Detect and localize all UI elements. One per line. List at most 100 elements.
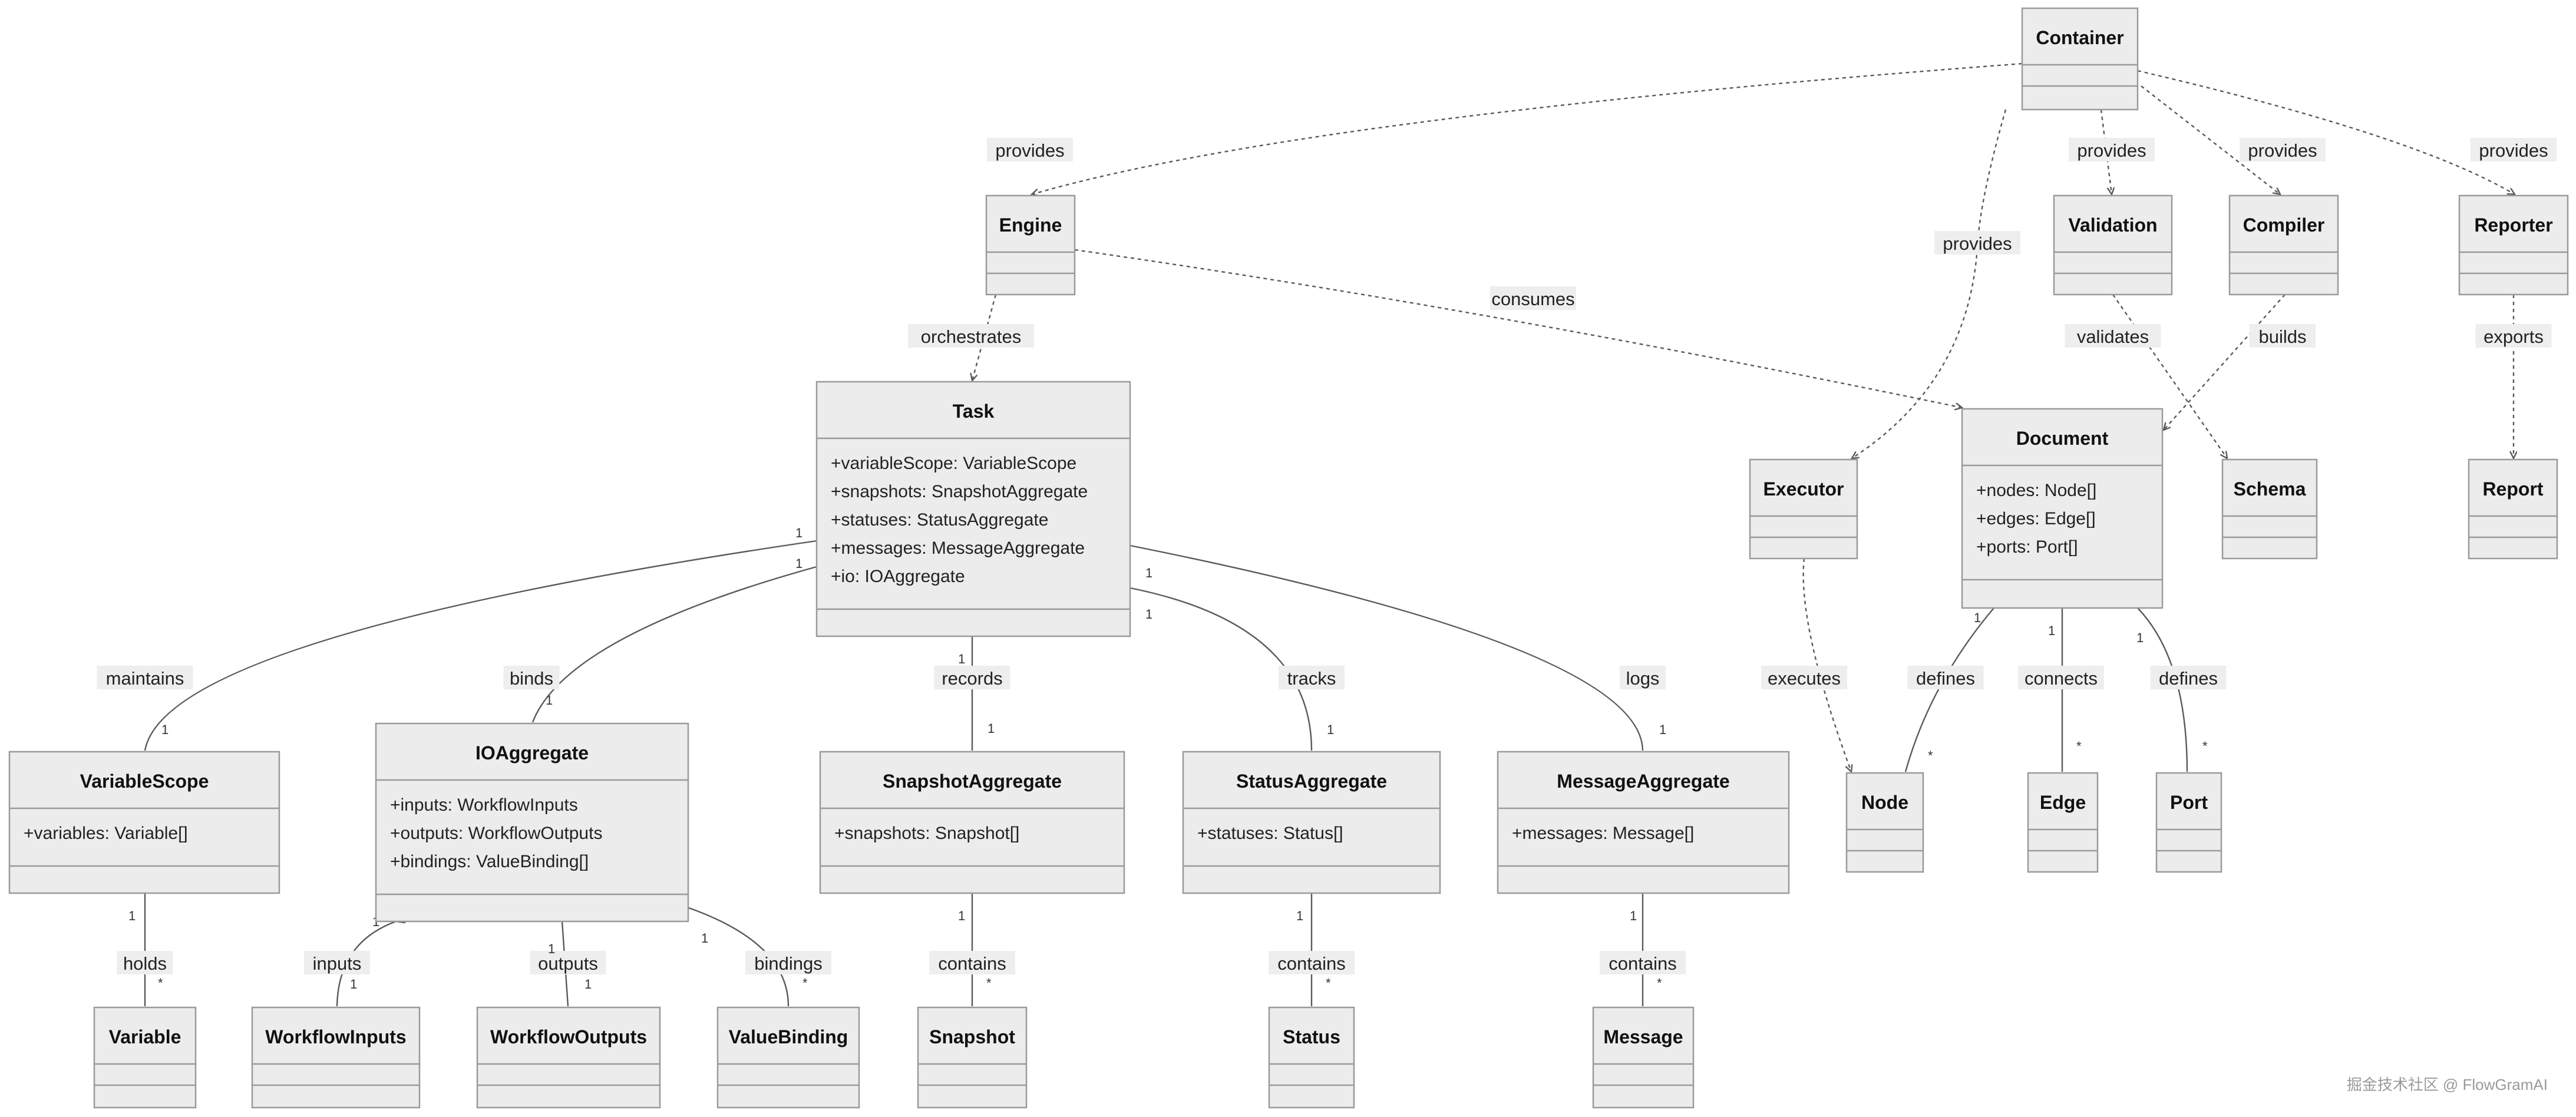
- edge-label: maintains: [106, 668, 184, 689]
- edge-label: records: [942, 668, 1002, 689]
- edge-label-bg: [530, 951, 606, 974]
- class-name: Task: [953, 401, 995, 422]
- r13-binds-edge: [531, 567, 817, 723]
- class-box: [2468, 458, 2558, 560]
- multiplicity-target: 1: [584, 977, 592, 992]
- edge-label-bg: [1490, 286, 1576, 310]
- class-name: Port: [2170, 792, 2208, 813]
- class-name: WorkflowOutputs: [490, 1026, 647, 1047]
- class-box: [2221, 458, 2318, 560]
- variablescope-class: VariableScope+variables: Variable[]: [8, 751, 280, 894]
- edge-label-bg: [2250, 324, 2316, 348]
- container-class: Container: [2021, 7, 2139, 111]
- r9-builds-edge: [2164, 294, 2286, 430]
- class-name: Status: [1283, 1026, 1340, 1047]
- edge-label: provides: [2077, 140, 2146, 161]
- class-name: Node: [1861, 792, 1908, 813]
- class-name: Executor: [1763, 478, 1844, 500]
- class-box: [2228, 194, 2339, 296]
- ioaggregate-class: IOAggregate+inputs: WorkflowInputs+outpu…: [375, 722, 689, 923]
- edge-label-bg: [1600, 951, 1686, 974]
- workflowinputs-class: WorkflowInputs: [251, 1006, 421, 1109]
- class-attribute: +edges: Edge[]: [1976, 509, 2096, 528]
- class-name: MessageAggregate: [1557, 771, 1729, 792]
- messageaggregate-class: MessageAggregate +messages: Message[]: [1497, 751, 1790, 894]
- r7-consumes-edge: [1074, 249, 1962, 408]
- edge-label: logs: [1626, 668, 1660, 689]
- class-box: [93, 1006, 197, 1109]
- class-box: [2027, 772, 2099, 873]
- multiplicity-source: 1: [701, 931, 708, 946]
- edge-label-bg: [2150, 666, 2227, 689]
- class-name: Document: [2016, 428, 2109, 449]
- class-box: [815, 381, 1131, 637]
- multiplicity-source: 1: [2048, 623, 2055, 638]
- class-name: ValueBinding: [729, 1026, 848, 1047]
- class-box: [1497, 751, 1790, 894]
- multiplicity-target: *: [1928, 748, 1933, 763]
- edge-label-bg: [2069, 138, 2155, 161]
- edge-label: orchestrates: [921, 326, 1022, 347]
- edge-label: connects: [2025, 668, 2098, 689]
- class-box: [476, 1006, 661, 1109]
- edge-label-bg: [1907, 666, 1984, 689]
- class-name: WorkflowInputs: [265, 1026, 406, 1047]
- r17-defines-edge: [1904, 608, 1994, 772]
- edge-label-bg: [1269, 951, 1355, 974]
- multiplicity-target: 1: [1659, 722, 1666, 737]
- edge-label: contains: [1609, 953, 1676, 974]
- multiplicity-target: *: [1326, 976, 1331, 990]
- r2-provides-edge: [1852, 109, 2007, 458]
- r23-bindings-edge: [687, 907, 790, 1007]
- edge-label: provides: [995, 140, 1064, 161]
- edge-label: outputs: [538, 953, 598, 974]
- class-name: Schema: [2234, 478, 2306, 500]
- multiplicity-target: 1: [161, 722, 169, 737]
- class-box: [375, 722, 689, 923]
- message-class: Message: [1592, 1006, 1695, 1109]
- edge-label: provides: [2248, 140, 2317, 161]
- edge-label-bg: [1620, 666, 1666, 689]
- compiler-class: Compiler: [2228, 194, 2339, 296]
- class-name: Compiler: [2243, 214, 2325, 236]
- statusaggregate-class: StatusAggregate+statuses: Status[]: [1182, 751, 1441, 894]
- class-name: Container: [2036, 27, 2123, 48]
- edge-label-bg: [1279, 666, 1345, 689]
- class-attribute: +messages: Message[]: [1512, 824, 1694, 843]
- report-class: Report: [2468, 458, 2558, 560]
- edge-label-bg: [304, 951, 370, 974]
- class-name: IOAggregate: [475, 742, 589, 764]
- multiplicity-target: *: [986, 976, 992, 990]
- edge-label: builds: [2259, 326, 2307, 347]
- edge-label-bg: [908, 324, 1034, 348]
- edge-label: binds: [510, 668, 553, 689]
- class-name: Reporter: [2474, 214, 2552, 236]
- multiplicity-target: *: [158, 976, 163, 990]
- edge-label: validates: [2077, 326, 2149, 347]
- class-name: Engine: [999, 214, 1062, 236]
- workflowoutputs-class: WorkflowOutputs: [476, 1006, 661, 1109]
- class-box: [1845, 772, 1924, 873]
- multiplicity-source: 1: [1974, 610, 1981, 625]
- task-class: Task +variableScope: VariableScope +snapsh…: [815, 381, 1131, 637]
- class-attribute: +messages: MessageAggregate: [831, 538, 1085, 558]
- r5-provides-edge: [2137, 70, 2515, 194]
- class-attribute: +variableScope: VariableScope: [831, 454, 1076, 473]
- multiplicity-source: 1: [1296, 908, 1303, 923]
- edge-label: inputs: [313, 953, 362, 974]
- class-attribute: +snapshots: SnapshotAggregate: [831, 482, 1088, 501]
- multiplicity-target: 1: [350, 977, 357, 992]
- watermark: 掘金技术社区 @ FlowGramAI: [2346, 1076, 2548, 1093]
- class-attribute: +inputs: WorkflowInputs: [390, 795, 578, 815]
- edge-label: holds: [123, 953, 167, 974]
- document-class: Document+nodes: Node[]+edges: Edge[]+por…: [1961, 408, 2164, 609]
- edge-label-bg: [1934, 231, 2020, 255]
- class-box: [2155, 772, 2222, 873]
- class-box: [985, 194, 1076, 296]
- multiplicity-source: 1: [1145, 607, 1152, 622]
- validation-class: Validation: [2053, 194, 2173, 296]
- class-box: [2458, 194, 2569, 296]
- multiplicity-target: 1: [988, 721, 995, 736]
- class-attribute: +statuses: StatusAggregate: [831, 510, 1048, 530]
- multiplicity-target: *: [802, 976, 808, 990]
